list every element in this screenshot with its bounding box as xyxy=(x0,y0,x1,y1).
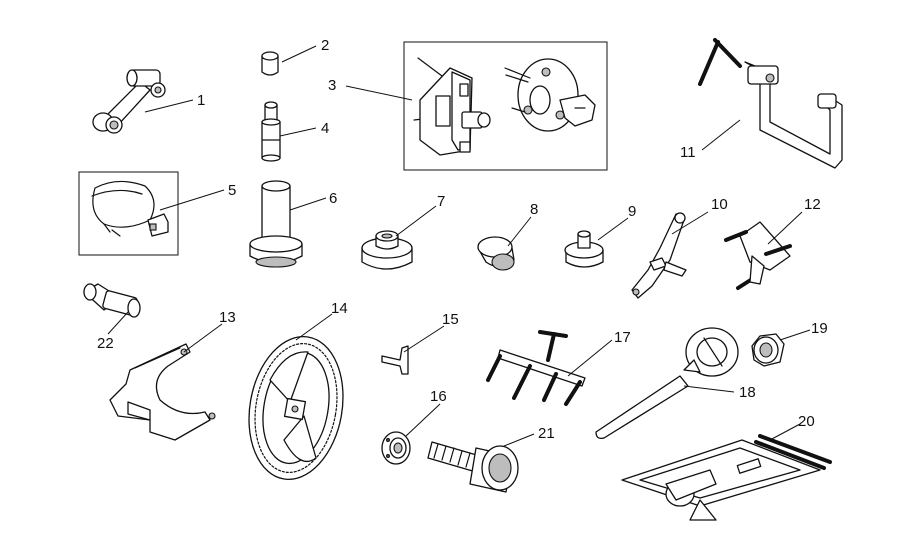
part-9-small-puck xyxy=(564,230,604,268)
part-11-c-clamp xyxy=(698,38,843,169)
group-box-5 xyxy=(78,171,179,256)
part-12-bracket xyxy=(724,221,792,290)
callout-20: 20 xyxy=(798,413,815,430)
callout-7: 7 xyxy=(437,193,445,210)
callout-3: 3 xyxy=(328,77,336,94)
callout-22: 22 xyxy=(97,335,114,352)
callout-12: 12 xyxy=(804,196,821,213)
part-1-linkage-tool xyxy=(92,69,166,134)
part-20-frame-fixture xyxy=(621,434,832,521)
part-15-hook xyxy=(381,345,409,375)
part-14-flywheel xyxy=(248,335,344,481)
callout-1: 1 xyxy=(197,92,205,109)
callout-labels: 1 2 3 4 5 6 7 8 9 10 11 12 13 14 15 16 1… xyxy=(97,37,828,442)
part-8-bushing xyxy=(477,236,515,271)
callout-16: 16 xyxy=(430,388,447,405)
callout-19: 19 xyxy=(811,320,828,337)
part-4-pin xyxy=(261,101,281,162)
part-17-pin-tool xyxy=(486,330,586,406)
callout-18: 18 xyxy=(739,384,756,401)
part-5-spring-clip xyxy=(91,180,169,237)
part-10-lever xyxy=(631,212,687,299)
part-2-cap xyxy=(261,51,279,76)
callout-5: 5 xyxy=(228,182,236,199)
part-6-large-pin xyxy=(249,180,303,268)
callout-10: 10 xyxy=(711,196,728,213)
callout-8: 8 xyxy=(530,201,538,218)
part-7-puck xyxy=(361,230,413,270)
part-21-spindle xyxy=(427,441,519,493)
group-box-3 xyxy=(403,41,608,171)
callout-4: 4 xyxy=(321,120,329,137)
callout-15: 15 xyxy=(442,311,459,328)
callout-21: 21 xyxy=(538,425,555,442)
callout-13: 13 xyxy=(219,309,236,326)
part-19-gear-socket xyxy=(751,333,785,367)
callout-14: 14 xyxy=(331,300,348,317)
part-18-spanner xyxy=(595,327,739,440)
part-13-plate xyxy=(109,343,216,441)
callout-11: 11 xyxy=(680,144,696,161)
callout-9: 9 xyxy=(628,203,636,220)
part-16-flange-nut xyxy=(381,431,411,465)
callout-17: 17 xyxy=(614,329,631,346)
leader-lines xyxy=(107,45,811,447)
part-3-puller xyxy=(413,57,596,156)
callout-2: 2 xyxy=(321,37,329,54)
callout-6: 6 xyxy=(329,190,337,207)
part-22-adapter xyxy=(83,283,141,318)
